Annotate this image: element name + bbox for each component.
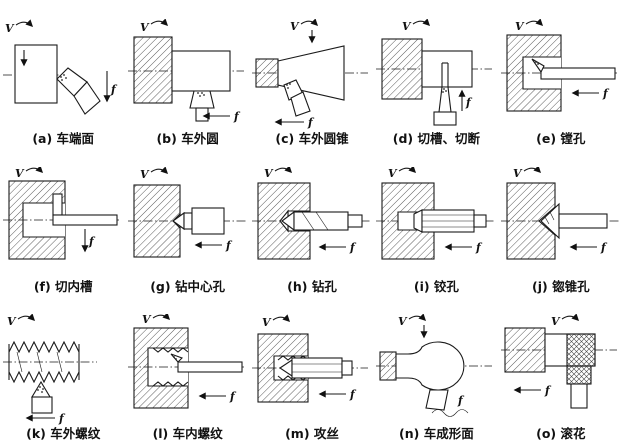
cell-reaming: f V (i) 铰孔 (374, 149, 498, 297)
cell-label: (e) 镗孔 (536, 130, 586, 146)
rotation-arrow (274, 166, 292, 173)
cell-tapping: f V (m) 攻丝 (250, 296, 374, 444)
cell-internal-grooving: f V (f) 切内槽 (1, 149, 125, 297)
cell-center-drilling: f V (g) 钻中心孔 (125, 149, 249, 297)
cell-label: (m) 攻丝 (285, 426, 339, 442)
cell-internal-threading: f V (l) 车内螺纹 (125, 296, 249, 444)
cell-facing: V f (a) 车端面 (1, 1, 125, 149)
drawing-center-drilling: f V (127, 166, 246, 258)
f-label: f (600, 241, 608, 254)
drawing-knurling: f V (500, 314, 617, 409)
drawing-boring: f V (500, 18, 617, 112)
v-label: V (7, 315, 17, 328)
cell-countersinking: f V (j) 锪锥孔 (499, 149, 623, 297)
v-label: V (140, 168, 150, 181)
cell-label: (n) 车成形面 (399, 426, 474, 442)
drawing-drilling: f V (251, 166, 370, 260)
f-label: f (349, 388, 357, 401)
v-label: V (142, 314, 152, 326)
v-label: V (513, 167, 523, 180)
cell-external-threading: V f (k) 车外螺纹 (1, 296, 125, 444)
f-label: f (225, 239, 233, 252)
f-label: f (475, 241, 483, 254)
v-label: V (264, 167, 274, 180)
cell-boring: f V (e) 镗孔 (499, 1, 623, 149)
rotation-arrow (561, 314, 579, 322)
cell-label: (o) 滚花 (536, 426, 586, 442)
drawing-form-turning: f V (376, 314, 493, 418)
v-label: V (262, 316, 272, 329)
f-label: f (88, 235, 96, 248)
v-label: V (5, 22, 15, 35)
cell-form-turning: f V (n) 车成形面 (374, 296, 498, 444)
cell-grooving-parting: f V (d) 切槽、切断 (374, 1, 498, 149)
drawing-external-threading: V f (3, 314, 98, 425)
rotation-arrow (525, 18, 543, 26)
v-label: V (15, 167, 25, 180)
rotation-arrow (413, 18, 431, 26)
cell-label: (i) 铰孔 (413, 278, 459, 294)
f-label: f (58, 412, 66, 425)
cell-cylindrical-turning: V f (b) 车外圆 (125, 1, 249, 149)
cell-label: (g) 钻中心孔 (150, 278, 225, 294)
cell-label: (h) 钻孔 (287, 278, 337, 294)
cell-taper-turning: V f (c) 车外圆锥 (250, 1, 374, 149)
rotation-arrow (399, 166, 417, 173)
f-label: f (110, 83, 118, 96)
drawing-internal-threading: f V (127, 314, 244, 409)
rotation-arrow (300, 18, 318, 26)
v-label: V (551, 315, 561, 328)
drawing-internal-grooving: f V (3, 166, 120, 260)
f-label: f (465, 96, 473, 109)
v-label: V (140, 21, 150, 34)
cell-label: (f) 切内槽 (33, 278, 93, 294)
f-label: f (229, 390, 237, 403)
cell-label: (d) 切槽、切断 (392, 130, 480, 146)
cell-label: (a) 车端面 (32, 130, 95, 146)
cell-label: (j) 锪锥孔 (532, 278, 590, 294)
cell-knurling: f V (o) 滚花 (499, 296, 623, 444)
rotation-arrow (152, 314, 170, 321)
rotation-arrow (150, 166, 168, 174)
f-label: f (307, 116, 315, 129)
cell-label: (b) 车外圆 (156, 130, 219, 146)
drawing-tapping: f V (251, 314, 368, 403)
f-label: f (544, 384, 552, 397)
drawing-cylindrical-turning: V f (127, 18, 244, 123)
cell-label: (c) 车外圆锥 (275, 130, 349, 146)
f-label: f (349, 241, 357, 254)
rotation-arrow (409, 314, 427, 322)
v-label: V (515, 20, 525, 33)
rotation-arrow (15, 19, 34, 27)
v-label: V (290, 20, 300, 33)
drawing-countersinking: f V (500, 166, 619, 260)
drawing-taper-turning: V f (251, 18, 368, 129)
f-label: f (602, 87, 610, 100)
drawing-reaming: f V (376, 166, 495, 260)
f-label: f (233, 110, 241, 123)
feed-wave (432, 409, 469, 418)
rotation-arrow (523, 166, 541, 173)
f-label: f (457, 394, 465, 407)
v-label: V (402, 20, 412, 33)
drawing-facing: V f (3, 19, 118, 115)
rotation-arrow (17, 314, 36, 322)
cell-label: (l) 车内螺纹 (152, 426, 223, 442)
cell-label: (k) 车外螺纹 (26, 426, 101, 442)
v-label: V (398, 315, 408, 328)
drawing-grooving-parting: f V (376, 18, 493, 126)
rotation-arrow (25, 166, 44, 173)
v-label: V (388, 167, 398, 180)
cell-drilling: f V (h) 钻孔 (250, 149, 374, 297)
rotation-arrow (272, 314, 290, 323)
rotation-arrow (150, 18, 168, 26)
